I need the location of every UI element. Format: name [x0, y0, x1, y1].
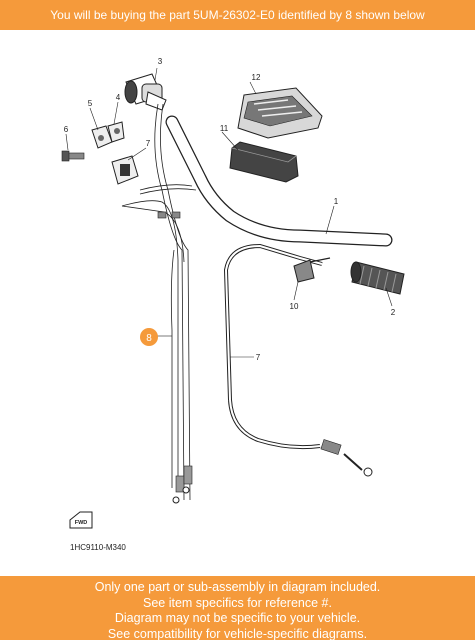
fwd-label: FWD	[75, 520, 88, 526]
purchase-banner-text: You will be buying the part 5UM-26302-E0…	[50, 8, 424, 22]
label-1: 1	[334, 197, 339, 206]
label-3: 3	[158, 57, 163, 66]
adjuster-part	[294, 258, 330, 282]
handlebar-pad-part	[238, 88, 322, 138]
disclaimer-line-1: Only one part or sub-assembly in diagram…	[0, 580, 475, 596]
label-9: 7	[256, 353, 261, 362]
disclaimer-banner: Only one part or sub-assembly in diagram…	[0, 576, 475, 640]
label-6: 6	[64, 125, 69, 134]
label-11: 11	[220, 124, 229, 133]
highlight-badge-8: 8	[140, 328, 158, 346]
highlight-badge-label: 8	[146, 333, 152, 344]
grip-part	[351, 262, 404, 294]
purchase-banner: You will be buying the part 5UM-26302-E0…	[0, 0, 475, 30]
label-4: 4	[116, 93, 121, 102]
label-2: 2	[391, 308, 396, 317]
diagram-code: 1HC9110-M340	[70, 543, 126, 552]
label-5: 5	[88, 99, 93, 108]
disclaimer-line-3: Diagram may not be specific to your vehi…	[0, 611, 475, 627]
fwd-arrow-icon: FWD	[70, 512, 92, 528]
pad-foam-part	[230, 142, 298, 182]
lower-holder-part	[112, 156, 138, 184]
handlebar-part	[172, 122, 386, 240]
bolt-part	[62, 151, 84, 161]
label-12: 12	[252, 73, 261, 82]
parts-diagram: 3 12 11 5 4 6 7 1 2 10 7 8 FWD 1HC9110-M…	[0, 30, 475, 576]
disclaimer-line-2: See item specifics for reference #.	[0, 596, 475, 612]
throttle-grip-part	[125, 74, 166, 110]
label-7: 7	[146, 139, 151, 148]
label-10: 10	[290, 302, 299, 311]
parts-diagram-svg: 3 12 11 5 4 6 7 1 2 10 7 8 FWD 1HC9110-M…	[0, 30, 475, 576]
